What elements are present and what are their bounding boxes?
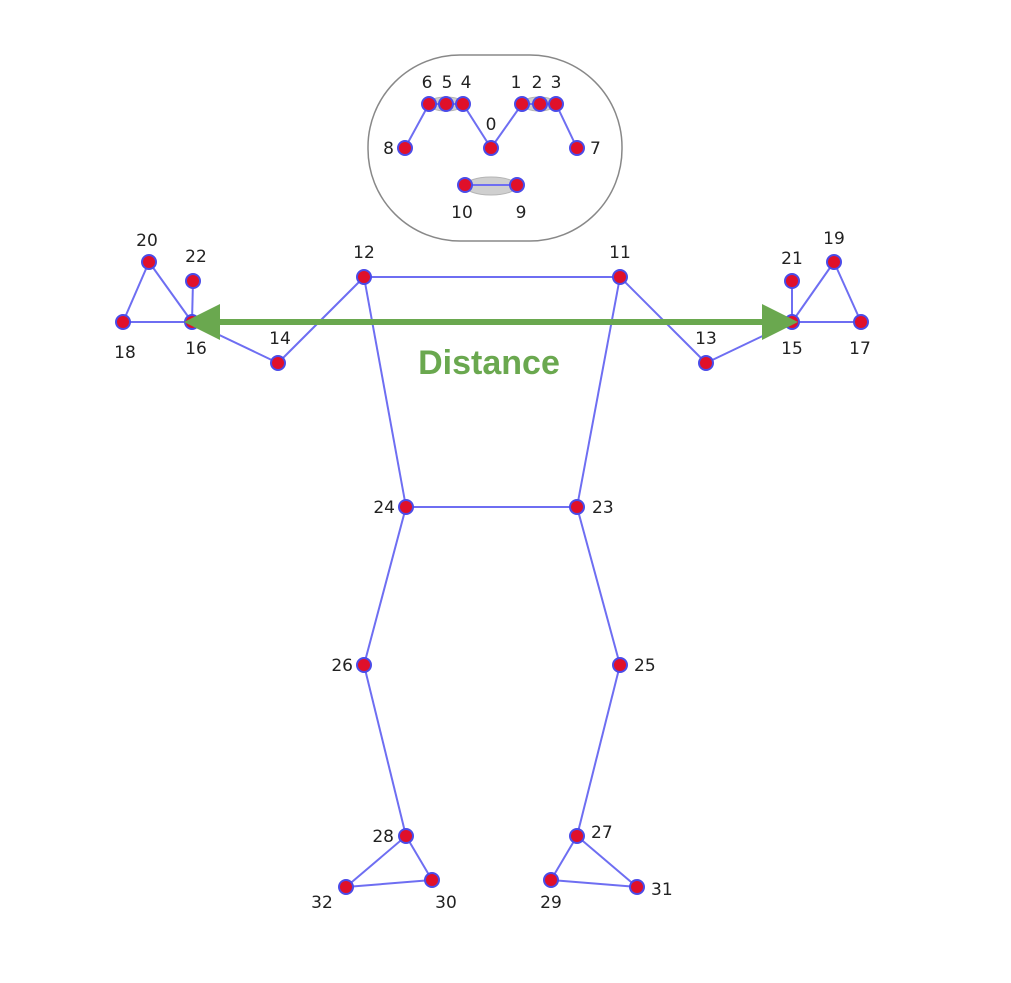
connection-27-29 (550, 835, 578, 881)
landmark-label-9: 9 (516, 203, 527, 223)
connection-13-15 (705, 321, 793, 364)
connection-28-30 (405, 835, 433, 881)
landmark-label-30: 30 (435, 893, 457, 913)
connection-18-20 (122, 261, 150, 323)
landmark-label-27: 27 (591, 823, 613, 843)
landmark-point-26 (356, 657, 372, 673)
landmark-point-29 (543, 872, 559, 888)
landmark-label-1: 1 (511, 73, 522, 93)
landmark-label-2: 2 (532, 73, 543, 93)
landmark-label-3: 3 (551, 73, 562, 93)
landmark-point-13 (698, 355, 714, 371)
landmark-label-29: 29 (540, 893, 562, 913)
landmark-point-0 (483, 140, 499, 156)
landmark-label-28: 28 (372, 827, 394, 847)
landmark-label-21: 21 (781, 249, 803, 269)
connection-25-27 (576, 664, 621, 837)
landmark-label-13: 13 (695, 329, 717, 349)
landmark-point-5 (438, 96, 454, 112)
connection-17-19 (833, 261, 862, 323)
landmark-point-31 (629, 879, 645, 895)
landmark-label-12: 12 (353, 243, 375, 263)
landmark-label-10: 10 (451, 203, 473, 223)
landmark-point-25 (612, 657, 628, 673)
connection-8-6 (404, 103, 430, 149)
landmark-point-6 (421, 96, 437, 112)
distance-label: Distance (418, 344, 560, 382)
landmark-point-11 (612, 269, 628, 285)
skeleton-connections (122, 103, 862, 888)
connection-3-7 (555, 103, 578, 149)
connection-28-32 (345, 835, 407, 888)
landmark-point-14 (270, 355, 286, 371)
connection-26-28 (363, 664, 407, 837)
landmark-point-27 (569, 828, 585, 844)
landmark-label-19: 19 (823, 229, 845, 249)
landmark-points (115, 96, 869, 895)
landmark-point-28 (398, 828, 414, 844)
landmark-point-8 (397, 140, 413, 156)
landmark-label-23: 23 (592, 498, 614, 518)
landmark-point-22 (185, 273, 201, 289)
landmark-label-31: 31 (651, 880, 673, 900)
connection-11-23 (576, 276, 621, 508)
landmark-label-32: 32 (311, 893, 333, 913)
landmark-label-25: 25 (634, 656, 656, 676)
landmark-point-23 (569, 499, 585, 515)
landmark-label-6: 6 (422, 73, 433, 93)
landmark-point-17 (853, 314, 869, 330)
landmark-label-7: 7 (590, 139, 601, 159)
landmark-label-0: 0 (486, 115, 497, 135)
landmark-point-16 (184, 314, 200, 330)
connection-29-31 (550, 879, 638, 888)
connection-30-32 (345, 879, 433, 888)
landmark-label-24: 24 (373, 498, 395, 518)
landmark-point-18 (115, 314, 131, 330)
landmark-label-4: 4 (461, 73, 472, 93)
landmark-label-16: 16 (185, 339, 207, 359)
landmark-label-26: 26 (331, 656, 353, 676)
landmark-point-30 (424, 872, 440, 888)
landmark-point-3 (548, 96, 564, 112)
landmark-label-15: 15 (781, 339, 803, 359)
connection-15-19 (791, 261, 835, 323)
landmark-point-32 (338, 879, 354, 895)
landmark-label-20: 20 (136, 231, 158, 251)
landmark-point-10 (457, 177, 473, 193)
landmark-point-1 (514, 96, 530, 112)
landmark-label-18: 18 (114, 343, 136, 363)
connection-27-31 (576, 835, 638, 888)
landmark-point-2 (532, 96, 548, 112)
connection-0-1 (490, 103, 523, 149)
landmark-point-15 (784, 314, 800, 330)
landmark-point-9 (509, 177, 525, 193)
landmark-point-12 (356, 269, 372, 285)
landmark-point-19 (826, 254, 842, 270)
landmark-point-4 (455, 96, 471, 112)
connection-24-26 (363, 506, 407, 666)
connection-12-24 (363, 276, 407, 508)
landmark-label-17: 17 (849, 339, 871, 359)
landmark-point-24 (398, 499, 414, 515)
landmark-point-20 (141, 254, 157, 270)
landmark-point-7 (569, 140, 585, 156)
connection-4-0 (462, 103, 492, 149)
connection-16-20 (148, 261, 193, 323)
connection-23-25 (576, 506, 621, 666)
landmark-label-22: 22 (185, 247, 207, 267)
landmark-label-5: 5 (442, 73, 453, 93)
landmark-label-14: 14 (269, 329, 291, 349)
landmark-label-11: 11 (609, 243, 631, 263)
landmark-point-21 (784, 273, 800, 289)
landmark-label-8: 8 (383, 139, 394, 159)
